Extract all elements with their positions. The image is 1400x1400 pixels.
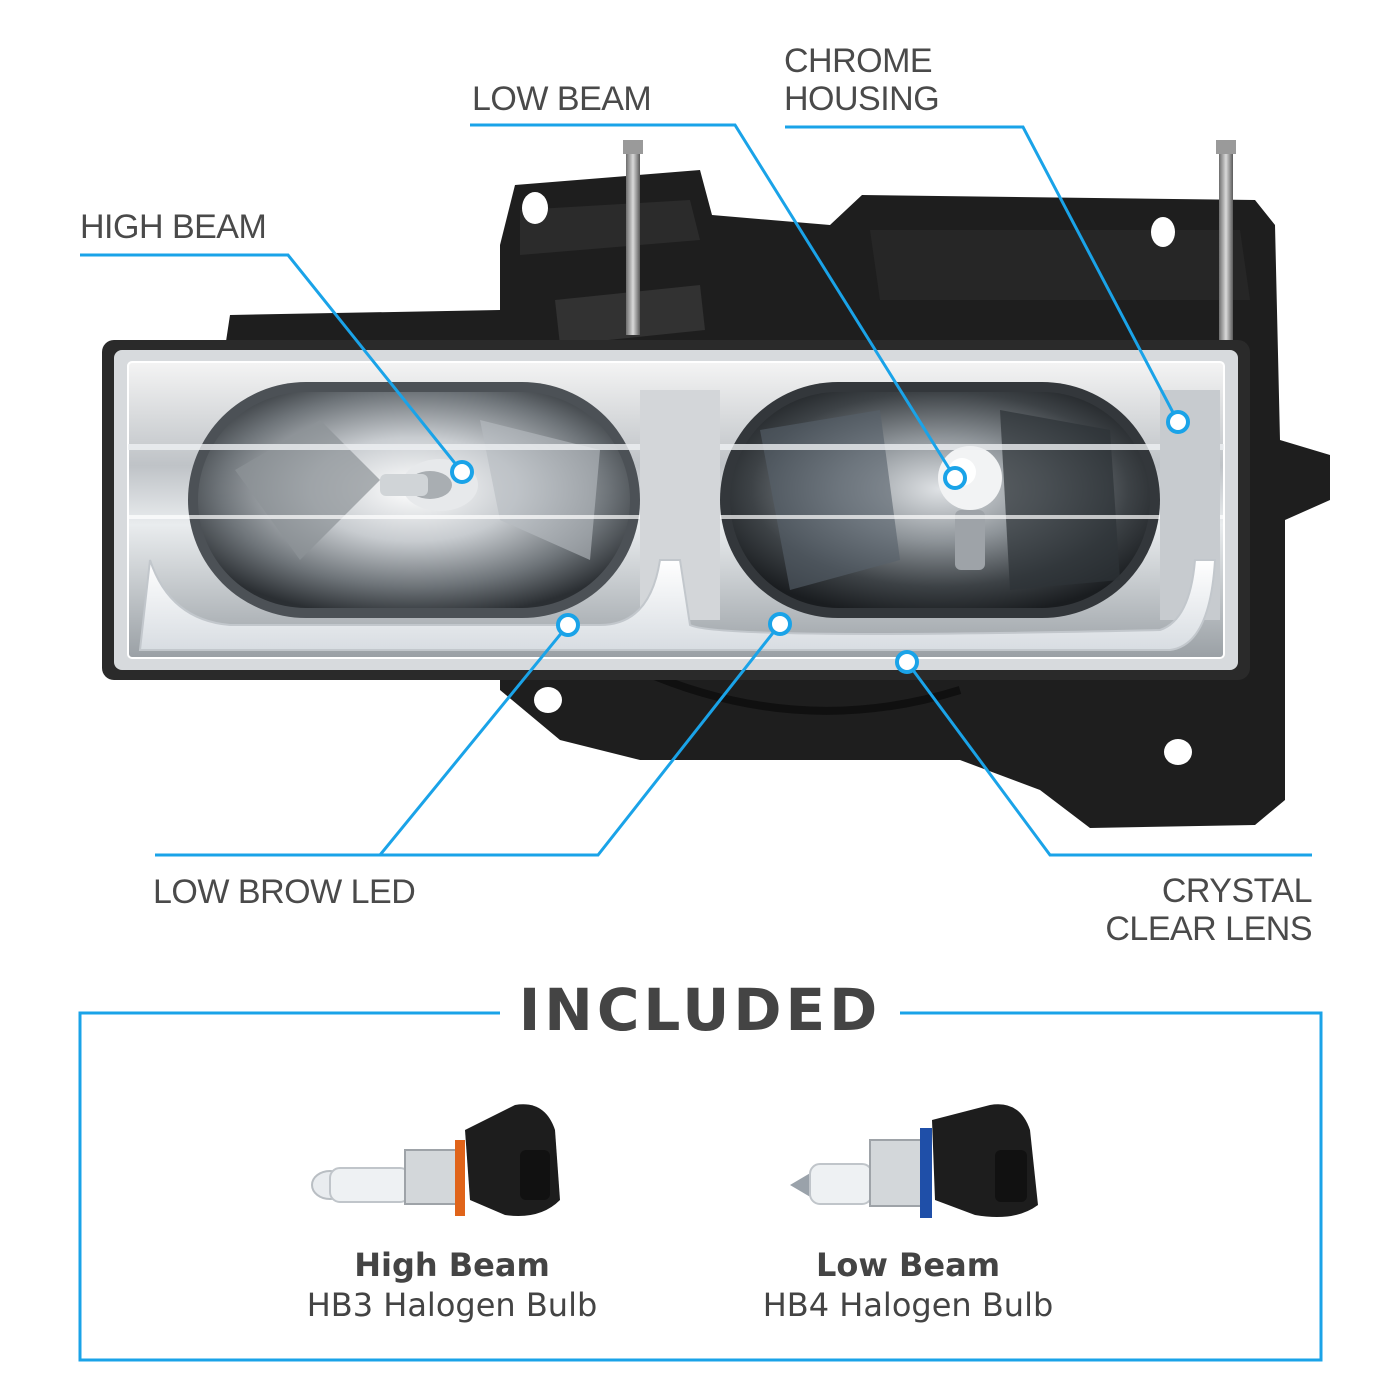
low-beam-bulb-type: HB4 Halogen Bulb [762,1286,1054,1324]
high-beam-text: HIGH BEAM [80,208,267,246]
chrome-housing-label: CHROME HOUSING [784,42,940,118]
led-marker-left [556,613,580,637]
low-beam-marker [943,466,967,490]
led-light-bar [138,559,1217,651]
high-beam-bulb-type: HB3 Halogen Bulb [306,1286,598,1324]
low-beam-reflector [720,382,1160,618]
low-beam-bulb-name: Low Beam [815,1246,1001,1284]
hb3-bulb-image [311,1104,560,1216]
included-box [78,1011,1323,1362]
high-beam-bulb-caption: High Beam HB3 Halogen Bulb [272,1245,632,1325]
high-beam-label: HIGH BEAM [80,208,267,246]
callout-lines [80,123,1312,857]
hb4-bulb-image [790,1104,1038,1218]
lens-marker [895,650,919,674]
high-beam-reflector [188,382,640,618]
crystal-line2: CLEAR LENS [1105,910,1312,948]
crystal-line1: CRYSTAL [1161,872,1313,910]
high-beam-bulb-name: High Beam [354,1246,550,1284]
low-beam-bulb-caption: Low Beam HB4 Halogen Bulb [728,1245,1088,1325]
low-brow-led-label: LOW BROW LED [153,873,416,911]
callout-markers [450,410,1190,674]
included-heading: INCLUDED [500,975,900,1045]
high-beam-marker [450,460,474,484]
chrome-housing-marker [1166,410,1190,434]
low-beam-label: LOW BEAM [472,80,652,118]
chrome-housing-line1: CHROME [784,42,933,80]
low-beam-text: LOW BEAM [472,80,652,118]
crystal-clear-lens-label: CRYSTAL CLEAR LENS [1105,872,1312,948]
chrome-housing-line2: HOUSING [784,80,940,118]
low-brow-led-text: LOW BROW LED [153,873,416,911]
led-marker-right [768,612,792,636]
